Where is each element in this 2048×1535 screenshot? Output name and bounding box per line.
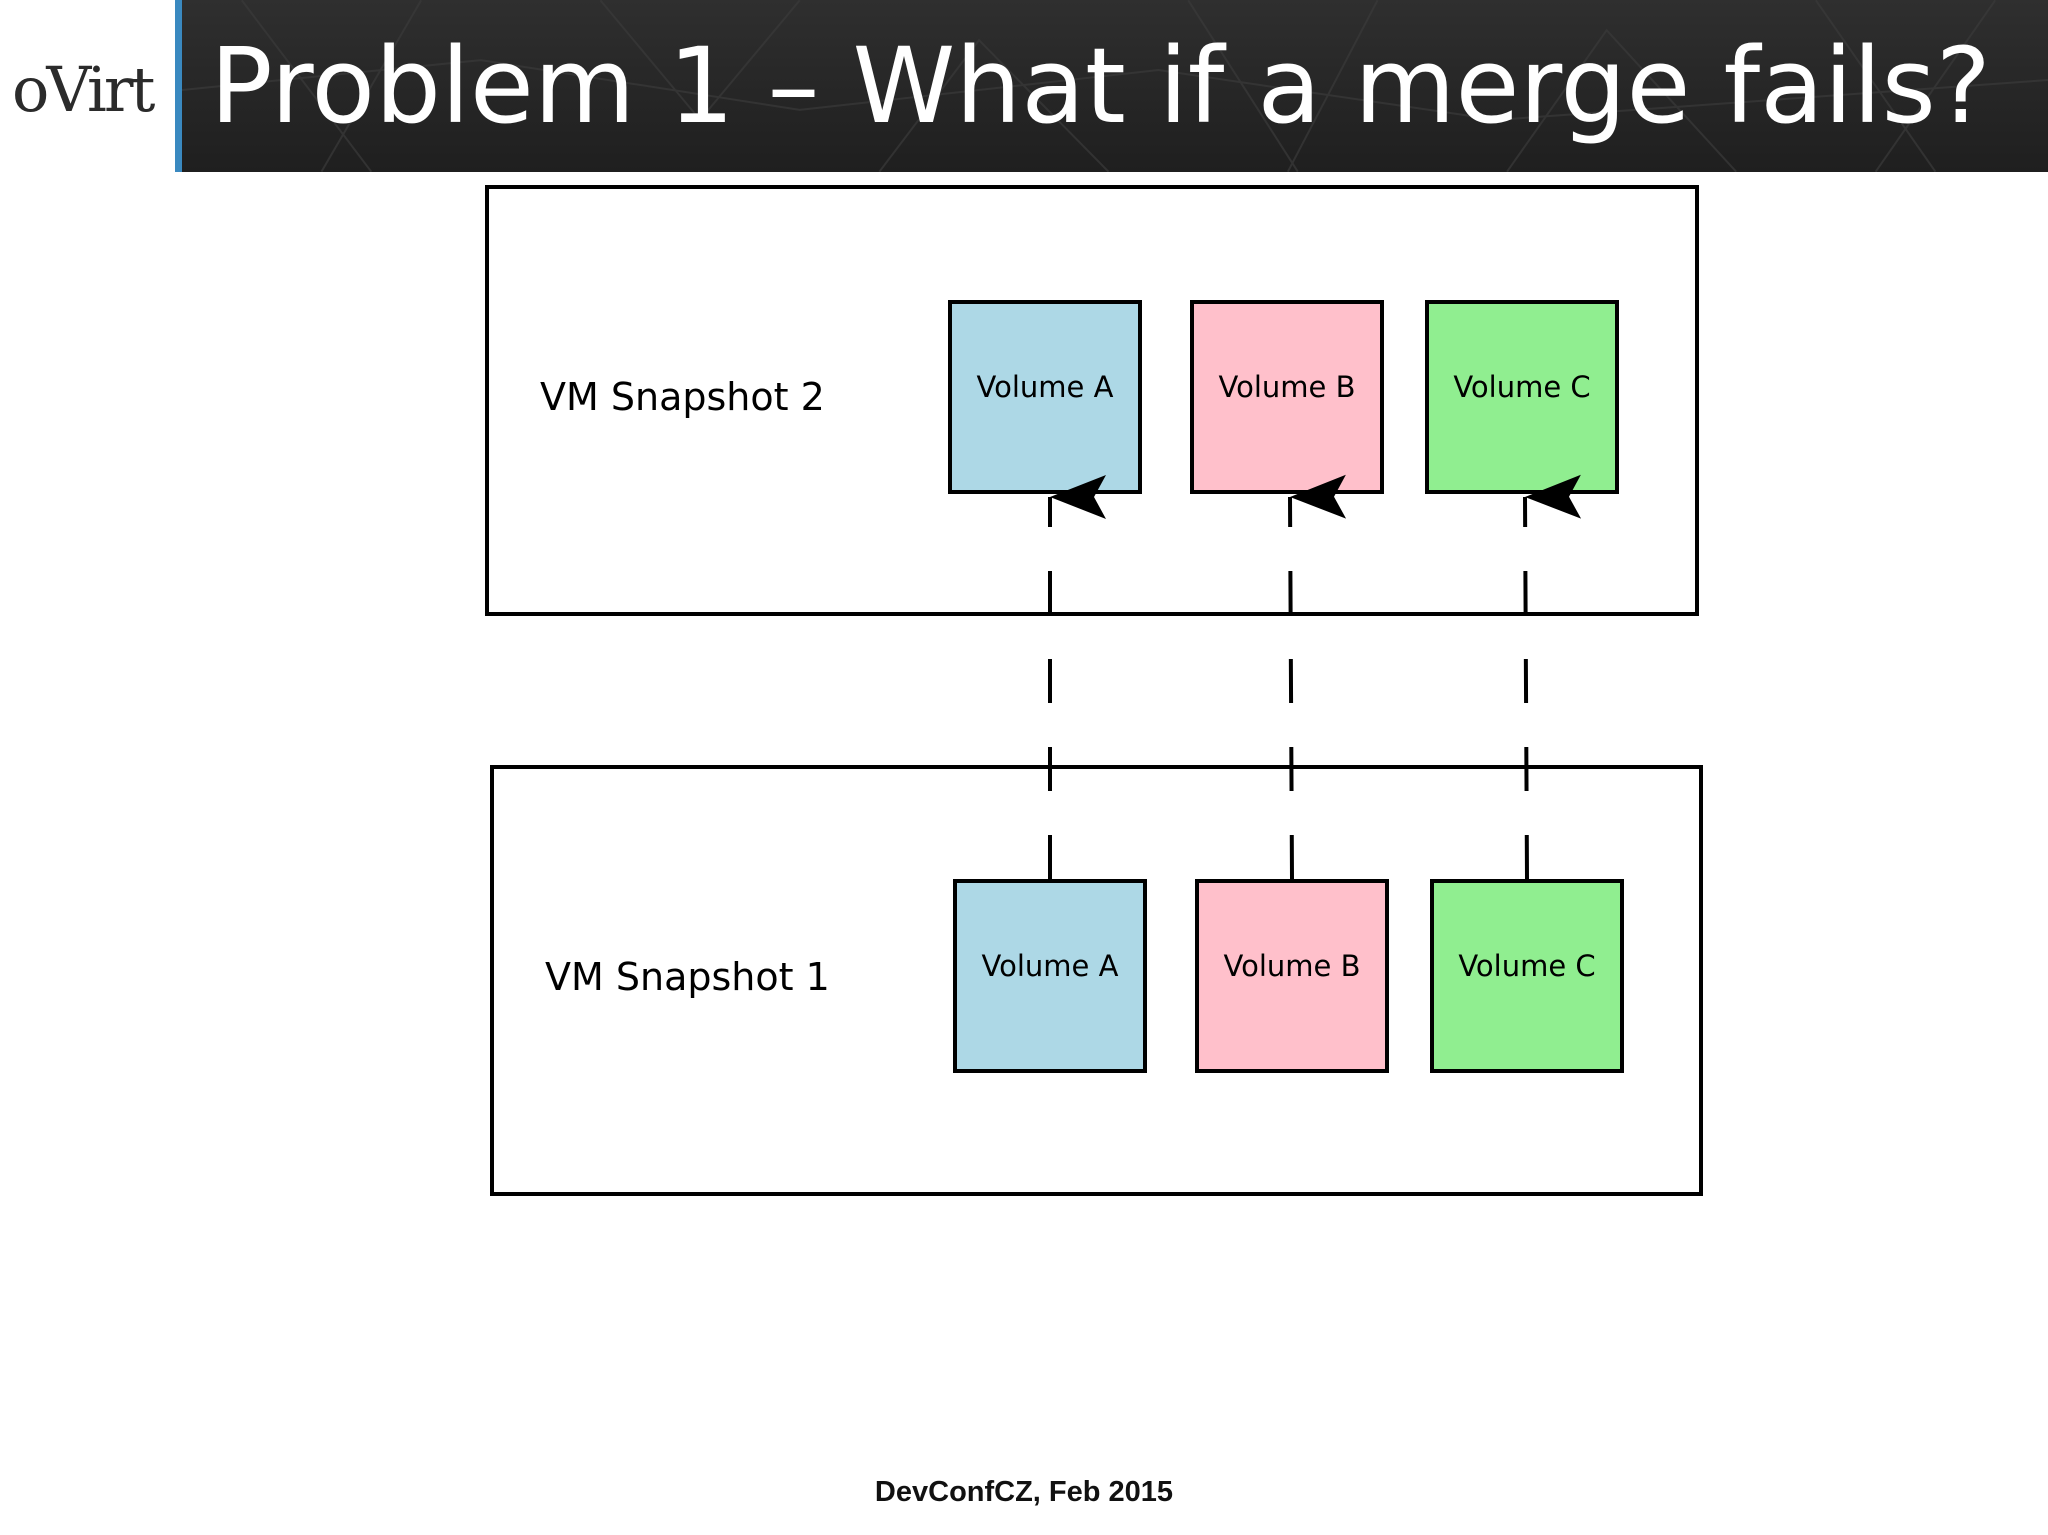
snapshot-2-volume-b	[1190, 300, 1384, 494]
snapshot-2-volume-c-label: Volume C	[1453, 370, 1590, 404]
title-bar: Problem 1 – What if a merge fails?	[175, 0, 2048, 172]
snapshot-2-volume-a	[948, 300, 1142, 494]
ovirt-logo: oVirt	[12, 53, 155, 126]
snapshot-2-volume-a-label: Volume A	[977, 370, 1114, 404]
title-bar-pattern	[182, 0, 2048, 172]
snapshot-1-volume-b-label: Volume B	[1224, 949, 1361, 983]
arrow-volume-b	[1288, 474, 1347, 880]
slide-footer: DevConfCZ, Feb 2015	[874, 1476, 1174, 1508]
snapshot-1-volume-b	[1195, 879, 1389, 1073]
snapshot-1-volume-a-label: Volume A	[982, 949, 1119, 983]
snapshot-1-volume-c-label: Volume C	[1458, 949, 1595, 983]
arrow-volume-c	[1523, 474, 1582, 880]
snapshot-1-box	[490, 765, 1703, 1196]
snapshot-1-volume-c	[1430, 879, 1624, 1073]
snapshot-1-volume-a	[953, 879, 1147, 1073]
snapshot-1-label: VM Snapshot 1	[545, 955, 830, 999]
slide-header: oVirt Problem 1 – What if a merge fails?	[0, 0, 2048, 172]
snapshot-2-label: VM Snapshot 2	[540, 375, 825, 419]
page-title: Problem 1 – What if a merge fails?	[210, 25, 1991, 147]
snapshot-2-volume-c	[1425, 300, 1619, 494]
snapshot-2-volume-b-label: Volume B	[1219, 370, 1356, 404]
